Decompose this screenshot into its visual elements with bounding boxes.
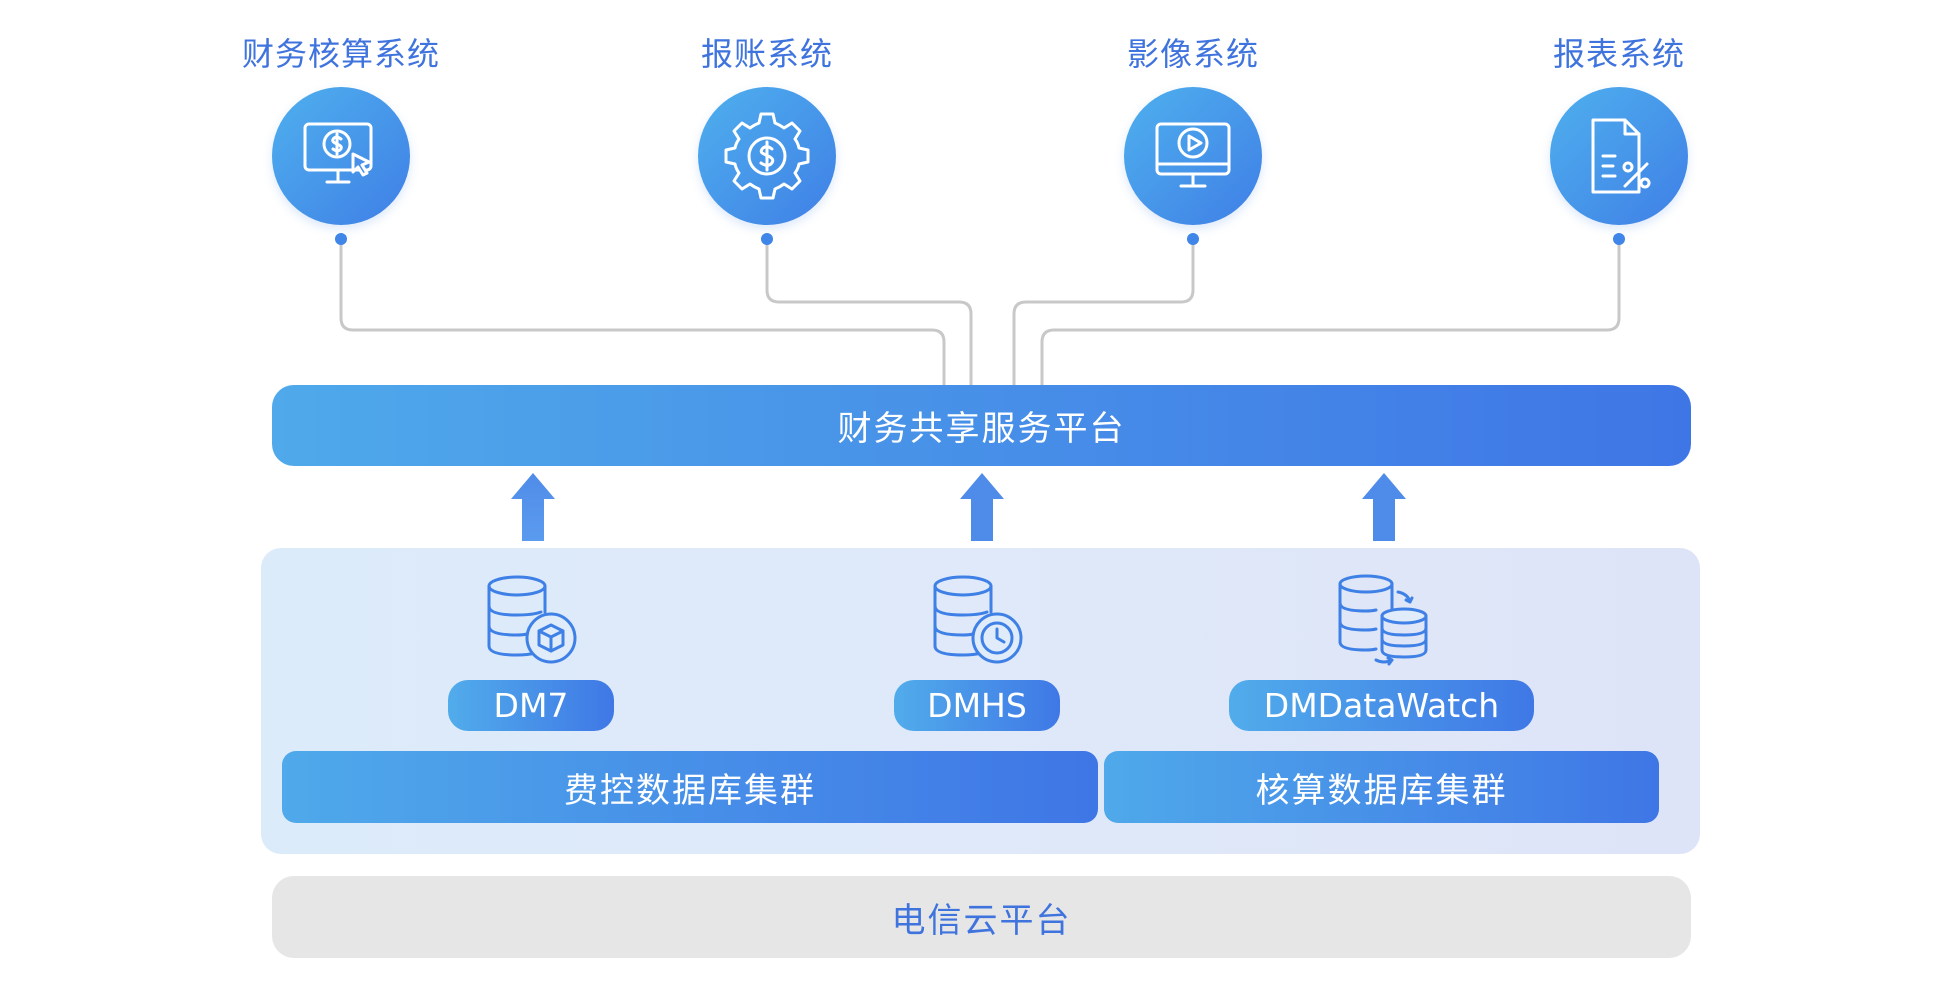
accounting-system-node [272, 87, 410, 225]
monitor-dollar-cursor-icon [303, 122, 373, 184]
system-label-imaging: 影像系统 [1126, 35, 1259, 73]
connector-dot [761, 233, 773, 245]
up-arrow-icon [1362, 473, 1406, 541]
monitor-play-icon [1155, 122, 1231, 188]
report-system-node [1550, 87, 1688, 225]
database-sync-icon [1338, 574, 1428, 666]
telecom-cloud-platform-bar: 电信云平台 [272, 876, 1691, 958]
imaging-system-node [1124, 87, 1262, 225]
reimbursement-system-node [698, 87, 836, 225]
product-pill-dm7: DM7 [448, 680, 614, 731]
system-label-report: 报表系统 [1552, 35, 1685, 73]
connector-dot [1187, 233, 1199, 245]
product-pill-dmdatawatch: DMDataWatch [1229, 680, 1534, 731]
up-arrow-icon [960, 473, 1004, 541]
expense-control-db-cluster: 费控数据库集群 [282, 751, 1098, 823]
platform-label: 财务共享服务平台 [837, 409, 1126, 449]
up-arrow-icon [511, 473, 555, 541]
gear-dollar-icon [724, 112, 810, 200]
cloud-label: 电信云平台 [891, 900, 1072, 941]
product-pill-dmhs: DMHS [894, 680, 1060, 731]
connector-dot [1613, 233, 1625, 245]
shared-service-platform-bar: 财务共享服务平台 [272, 385, 1691, 466]
system-label-reimbursement: 报账系统 [700, 35, 833, 73]
accounting-db-cluster: 核算数据库集群 [1104, 751, 1659, 823]
system-label-accounting: 财务核算系统 [241, 35, 440, 73]
database-clock-icon [933, 575, 1023, 664]
connector-dot [335, 233, 347, 245]
database-box-icon [487, 575, 577, 664]
document-percent-icon [1591, 118, 1651, 194]
